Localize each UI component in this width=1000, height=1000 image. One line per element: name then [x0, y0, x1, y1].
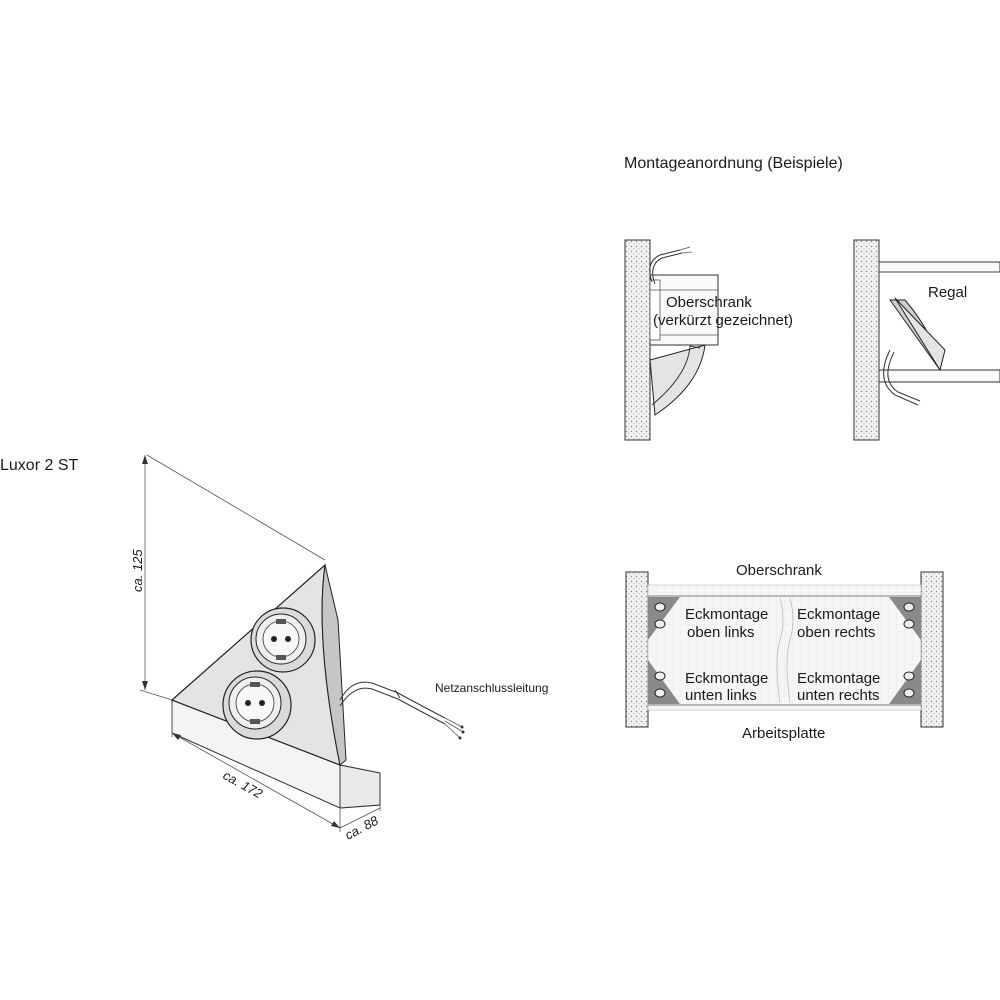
corners-top-label: Oberschrank [736, 562, 822, 579]
example-shelf [853, 239, 1000, 441]
wall-left-2 [853, 239, 880, 441]
device-side [321, 564, 347, 766]
corners-bottom-label: Arbeitsplatte [742, 725, 825, 742]
dimension-depth [339, 805, 381, 829]
corner-br-line2: unten rechts [797, 687, 880, 704]
socket-upper [250, 607, 316, 673]
device-base-top [339, 764, 381, 809]
corner-br-line1: Eckmontage [797, 670, 880, 687]
luxor-device [170, 563, 465, 809]
mounting-heading: Montageanordnung (Beispiele) [624, 155, 843, 172]
example1-line1: Oberschrank [666, 294, 752, 311]
corner-icon-bottom-right [889, 660, 921, 704]
corner-tl-line2: oben links [687, 624, 755, 641]
corner-tr-line2: oben rechts [797, 624, 875, 641]
wall-left-1 [624, 239, 651, 441]
corner-bl-line2: unten links [685, 687, 757, 704]
product-name: Luxor 2 ST [0, 457, 78, 474]
dimension-height [139, 454, 326, 701]
height-label: ca. 125 [130, 549, 145, 592]
corner-icon-bottom-left [648, 660, 680, 704]
socket-lower [222, 670, 292, 740]
example-cabinet [624, 239, 719, 441]
wall-right-3 [920, 571, 944, 728]
corner-bl-line1: Eckmontage [685, 670, 768, 687]
corner-mounting-diagram [625, 571, 944, 728]
dimension-width [171, 703, 341, 832]
example1-line2: (verkürzt gezeichnet) [653, 312, 793, 329]
cable-label: Netzanschlussleitung [435, 681, 548, 695]
corner-icon-top-left [648, 597, 680, 640]
corner-tl-line1: Eckmontage [685, 606, 768, 623]
power-cable [339, 681, 465, 740]
wall-left-3 [625, 571, 649, 728]
width-label: ca. 172 [221, 768, 266, 802]
example2-label: Regal [928, 284, 967, 301]
corner-icon-top-right [889, 597, 921, 640]
cabinet-frame [649, 274, 719, 346]
corner-tr-line1: Eckmontage [797, 606, 880, 623]
